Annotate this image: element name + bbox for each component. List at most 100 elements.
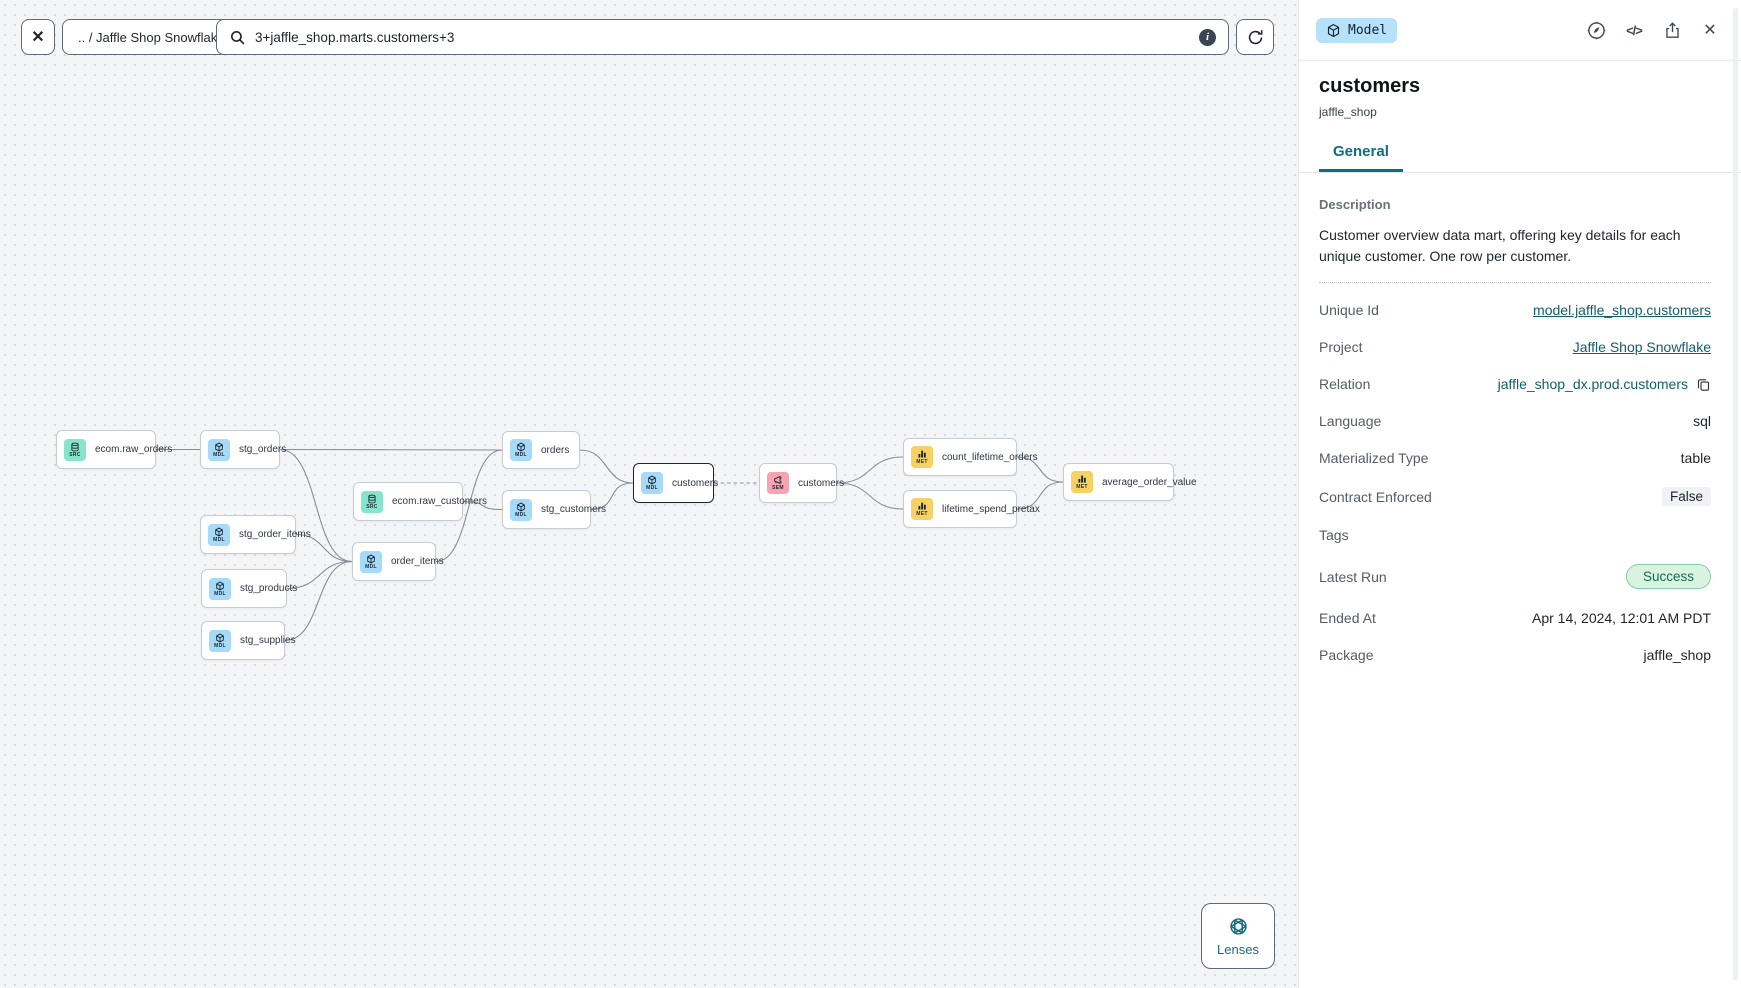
node-label: stg_orders [239, 444, 287, 455]
mdl-node-icon: MDL [208, 523, 230, 546]
explore-compass-icon[interactable] [1585, 19, 1607, 41]
panel-content: Description Customer overview data mart,… [1299, 173, 1741, 663]
panel-tabs: General [1299, 143, 1741, 173]
node-label: lifetime_spend_pretax [942, 503, 1040, 515]
edge-customers_sem-to-count_lifetime_orders [836, 456, 904, 484]
panel-header: Model </> ✕ [1299, 0, 1741, 61]
panel-scrollbar[interactable] [1733, 8, 1738, 980]
graph-node-stg_order_items[interactable]: MDL stg_order_items [200, 515, 311, 554]
field-row-contract-enforced: Contract Enforced False [1319, 487, 1711, 506]
panel-close-icon[interactable]: ✕ [1703, 22, 1717, 39]
edge-stg_supplies-to-order_items [284, 560, 353, 642]
field-label: Language [1319, 413, 1382, 429]
graph-node-stg_orders[interactable]: MDL stg_orders [200, 430, 286, 469]
met-node-icon: MET [911, 498, 933, 520]
field-value-link[interactable]: model.jaffle_shop.customers [1533, 302, 1711, 318]
graph-node-order_items[interactable]: MDL order_items [352, 542, 444, 581]
description-text: Customer overview data mart, offering ke… [1319, 227, 1681, 264]
model-title: customers [1319, 75, 1421, 97]
search-input[interactable] [255, 29, 1190, 45]
status-badge: Success [1625, 564, 1711, 589]
mdl-node-icon: MDL [510, 498, 532, 521]
cube-icon [1326, 23, 1341, 38]
breadcrumb-label: .. / Jaffle Shop Snowflake [78, 29, 225, 45]
met-node-icon: MET [911, 446, 933, 468]
field-label: Contract Enforced [1319, 488, 1432, 505]
sem-node-icon: SEM [767, 472, 789, 494]
close-lineage-button[interactable]: ✕ [21, 19, 55, 55]
field-label: Materialized Type [1319, 450, 1429, 466]
details-panel: Model </> ✕ [1298, 0, 1741, 988]
lineage-search: i [216, 19, 1229, 55]
panel-actions: </> ✕ [1585, 19, 1721, 41]
lenses-button[interactable]: Lenses [1201, 903, 1275, 969]
graph-node-stg_customers[interactable]: MDL stg_customers [502, 490, 606, 529]
field-row-relation: Relation jaffle_shop_dx.prod.customers [1319, 376, 1711, 392]
code-icon[interactable]: </> [1626, 22, 1643, 38]
node-label: orders [541, 444, 570, 456]
field-value-relation: jaffle_shop_dx.prod.customers [1498, 376, 1711, 392]
field-label: Relation [1319, 376, 1371, 392]
graph-node-customers[interactable]: MDL customers [633, 463, 718, 503]
field-value-chip: False [1661, 487, 1711, 506]
field-label: Latest Run [1319, 568, 1387, 585]
mdl-node-icon: MDL [641, 472, 663, 494]
graph-node-stg_products[interactable]: MDL stg_products [201, 569, 297, 608]
refresh-button[interactable] [1236, 19, 1274, 55]
met-node-icon: MET [1071, 471, 1093, 493]
field-row-latest-run: Latest Run Success [1319, 564, 1711, 589]
info-icon[interactable]: i [1199, 28, 1216, 46]
resource-type-badge: Model [1316, 17, 1398, 43]
field-row-materialized-type: Materialized Type table [1319, 450, 1711, 466]
field-label: Ended At [1319, 610, 1376, 626]
node-label: stg_order_items [239, 529, 311, 540]
field-value: table [1680, 450, 1711, 466]
field-value: jaffle_shop [1643, 647, 1711, 663]
graph-node-count_lifetime_orders[interactable]: MET count_lifetime_orders [903, 438, 1038, 476]
node-label: order_items [391, 556, 444, 567]
refresh-icon [1246, 28, 1265, 47]
node-label: stg_customers [541, 504, 607, 515]
model-package-subtitle: jaffle_shop [1319, 105, 1377, 119]
mdl-node-icon: MDL [360, 550, 382, 573]
field-row-unique-id: Unique Id model.jaffle_shop.customers [1319, 302, 1711, 318]
graph-node-lifetime_spend_pretax[interactable]: MET lifetime_spend_pretax [903, 490, 1040, 528]
node-label: count_lifetime_orders [942, 451, 1038, 463]
node-label: customers [672, 477, 719, 489]
relation-value[interactable]: jaffle_shop_dx.prod.customers [1497, 376, 1688, 392]
node-label: ecom.raw_orders [95, 444, 173, 455]
field-row-tags: Tags [1319, 527, 1711, 543]
graph-node-orders[interactable]: MDL orders [502, 431, 580, 469]
node-label: stg_products [240, 583, 298, 594]
field-row-language: Language sql [1319, 413, 1711, 429]
field-value: sql [1693, 413, 1711, 429]
breadcrumb[interactable]: .. / Jaffle Shop Snowflake [62, 19, 241, 55]
search-icon [229, 29, 246, 46]
divider [1319, 282, 1711, 283]
close-icon: ✕ [31, 29, 45, 46]
field-label: Tags [1319, 527, 1349, 543]
node-label: stg_supplies [240, 635, 296, 646]
copy-icon[interactable] [1696, 377, 1711, 392]
edge-customers_sem-to-lifetime_spend_pretax [836, 482, 904, 510]
field-label: Unique Id [1319, 302, 1379, 318]
tab-general[interactable]: General [1319, 143, 1403, 172]
mdl-node-icon: MDL [209, 577, 231, 600]
share-icon[interactable] [1661, 19, 1683, 41]
lenses-label: Lenses [1217, 941, 1259, 957]
description-label: Description [1319, 197, 1391, 212]
field-value-link[interactable]: Jaffle Shop Snowflake [1572, 339, 1711, 355]
mdl-node-icon: MDL [510, 439, 532, 461]
mdl-node-icon: MDL [208, 438, 230, 461]
edge-orders-to-customers [579, 449, 634, 484]
src-node-icon: SRC [361, 490, 383, 513]
